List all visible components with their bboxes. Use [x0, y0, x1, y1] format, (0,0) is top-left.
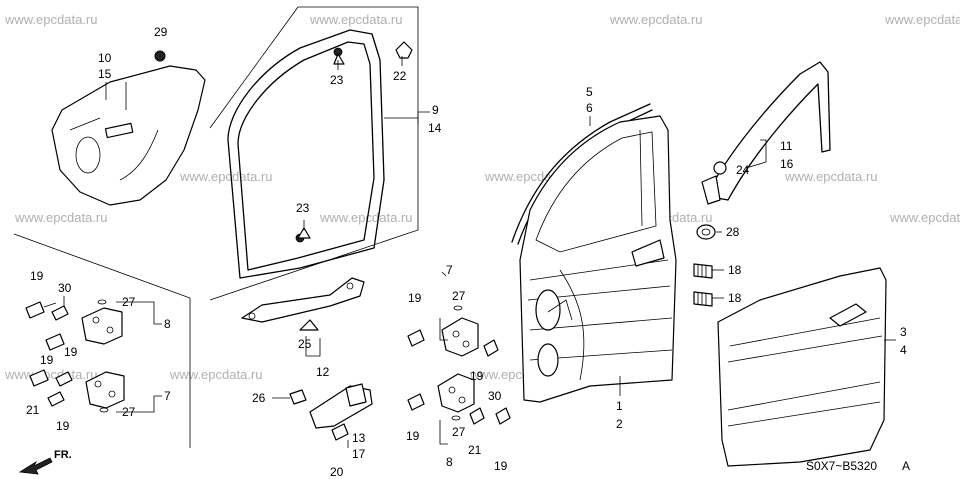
watermark: www.epcdata.ru	[884, 12, 960, 27]
label-29: 29	[154, 25, 168, 39]
label-8: 8	[446, 455, 453, 469]
sash-trim-part	[701, 61, 831, 205]
label-4: 4	[900, 343, 907, 357]
hinge-hardware-center	[407, 305, 511, 425]
label-7: 7	[164, 389, 171, 403]
label-20: 20	[330, 465, 344, 479]
watermark: www.epcdata.ru	[309, 12, 403, 27]
label-21: 21	[26, 403, 40, 417]
label-27: 27	[122, 295, 136, 309]
label-5: 5	[586, 85, 593, 99]
label-24: 24	[736, 163, 750, 177]
label-30: 30	[488, 389, 502, 403]
label-10: 10	[98, 51, 112, 65]
label-14: 14	[428, 121, 442, 135]
label-30: 30	[58, 281, 72, 295]
label-27: 27	[452, 425, 466, 439]
label-18: 18	[728, 291, 742, 305]
label-7: 7	[446, 263, 453, 277]
label-19: 19	[30, 269, 44, 283]
watermark: www.epcdata.ru	[14, 210, 108, 225]
watermark: www.epcdata.ru	[609, 12, 703, 27]
door-checker-part	[289, 383, 373, 441]
label-19: 19	[494, 459, 508, 473]
label-18: 18	[728, 263, 742, 277]
watermark: www.epcdata.ru	[169, 367, 263, 382]
front-marker: FR.	[54, 449, 72, 461]
label-19: 19	[408, 291, 422, 305]
watermark: www.epcdata.ru	[319, 210, 413, 225]
label-23: 23	[296, 201, 310, 215]
front-direction-arrow: FR.	[18, 449, 72, 475]
door-skin-part	[717, 267, 887, 467]
label-8: 8	[164, 317, 171, 331]
label-22: 22	[393, 69, 407, 83]
left-panel-divider	[13, 233, 191, 448]
watermark: www.epcdata.ru	[4, 12, 98, 27]
watermark: www.epcdata.ru	[784, 169, 878, 184]
label-6: 6	[586, 101, 593, 115]
label-27: 27	[122, 405, 136, 419]
weatherstrip-frame	[209, 6, 419, 301]
label-17: 17	[352, 447, 366, 461]
door-weatherstrip-part	[227, 29, 409, 279]
door-reinforcement-part	[241, 277, 365, 331]
label-19: 19	[470, 369, 484, 383]
fasteners	[154, 41, 727, 307]
label-19: 19	[406, 429, 420, 443]
label-26: 26	[252, 391, 266, 405]
label-12: 12	[316, 365, 330, 379]
hinge-hardware-left	[25, 299, 125, 413]
weatherstrip-frame	[209, 6, 299, 129]
door-frame-part	[519, 115, 677, 403]
label-1: 1	[616, 399, 623, 413]
watermark: www.epcdata.ru	[4, 367, 98, 382]
label-13: 13	[352, 431, 366, 445]
label-23: 23	[330, 73, 344, 87]
label-9: 9	[432, 103, 439, 117]
label-16: 16	[780, 157, 794, 171]
label-25: 25	[298, 337, 312, 351]
watermark: www.epcdata.ru	[179, 169, 273, 184]
label-19: 19	[64, 345, 78, 359]
diagram-code: S0X7~B5320	[806, 459, 877, 473]
leader-lines	[63, 56, 896, 448]
label-11: 11	[780, 139, 793, 153]
diagram-suffix: A	[902, 459, 910, 473]
label-3: 3	[900, 325, 907, 339]
label-21: 21	[468, 443, 482, 457]
label-28: 28	[726, 225, 740, 239]
part-labels: 29 10 15 23 22 9 14 23 5 6 11 16 24 28 1…	[26, 25, 907, 479]
label-15: 15	[98, 67, 112, 81]
watermark: www.epcdata.ru	[889, 210, 960, 225]
label-2: 2	[616, 417, 623, 431]
label-19: 19	[56, 419, 70, 433]
label-27: 27	[452, 289, 466, 303]
label-19: 19	[40, 353, 54, 367]
